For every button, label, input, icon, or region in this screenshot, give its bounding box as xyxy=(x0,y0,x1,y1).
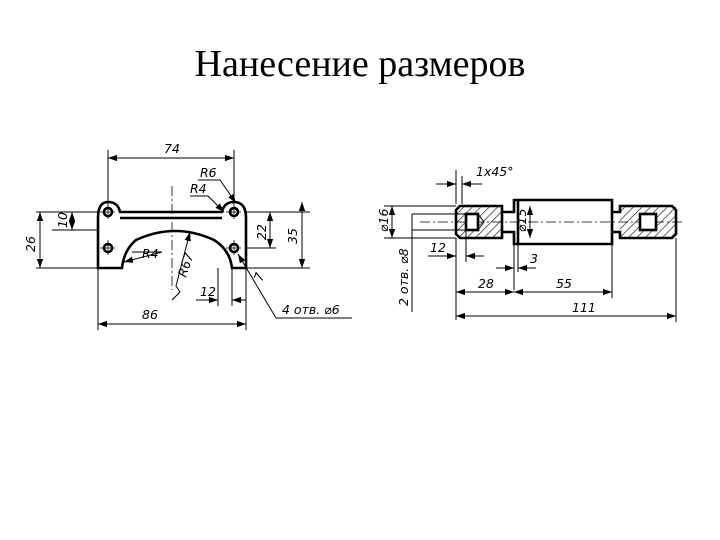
note-4-holes: 4 отв. ⌀6 xyxy=(282,302,340,317)
dim-r6: R6 xyxy=(200,165,217,180)
slide-title: Нанесение размеров xyxy=(194,43,526,85)
note-2-holes: 2 отв. ⌀8 xyxy=(396,248,411,306)
dim-r67: R67 xyxy=(175,251,197,279)
dim-26: 26 xyxy=(23,236,38,252)
dim-74: 74 xyxy=(164,141,180,156)
dim-r4-top: R4 xyxy=(190,181,207,196)
dim-28: 28 xyxy=(478,276,494,291)
shaft-drawing: 1x45° ⌀16 2 отв. ⌀8 ⌀15 12 3 28 55 111 xyxy=(376,164,684,322)
dim-dia-16: ⌀16 xyxy=(376,209,391,232)
dim-r4-left: R4 xyxy=(142,246,159,261)
dim-dia-15: ⌀15 xyxy=(514,209,529,232)
dim-86: 86 xyxy=(142,307,158,322)
dim-7: 7 xyxy=(251,271,268,283)
dim-12-left: 12 xyxy=(200,284,216,299)
dim-3: 3 xyxy=(530,251,538,266)
dim-55: 55 xyxy=(556,276,572,291)
dim-chamfer: 1x45° xyxy=(476,164,514,179)
dim-35: 35 xyxy=(285,228,300,244)
bracket-outline xyxy=(96,200,248,270)
dim-22: 22 xyxy=(254,224,269,240)
dim-10: 10 xyxy=(55,212,70,228)
dim-12-right: 12 xyxy=(430,240,446,255)
bracket-drawing: 74 R6 R4 10 26 22 35 R4 R67 12 7 xyxy=(23,141,352,330)
dim-111: 111 xyxy=(572,300,596,315)
